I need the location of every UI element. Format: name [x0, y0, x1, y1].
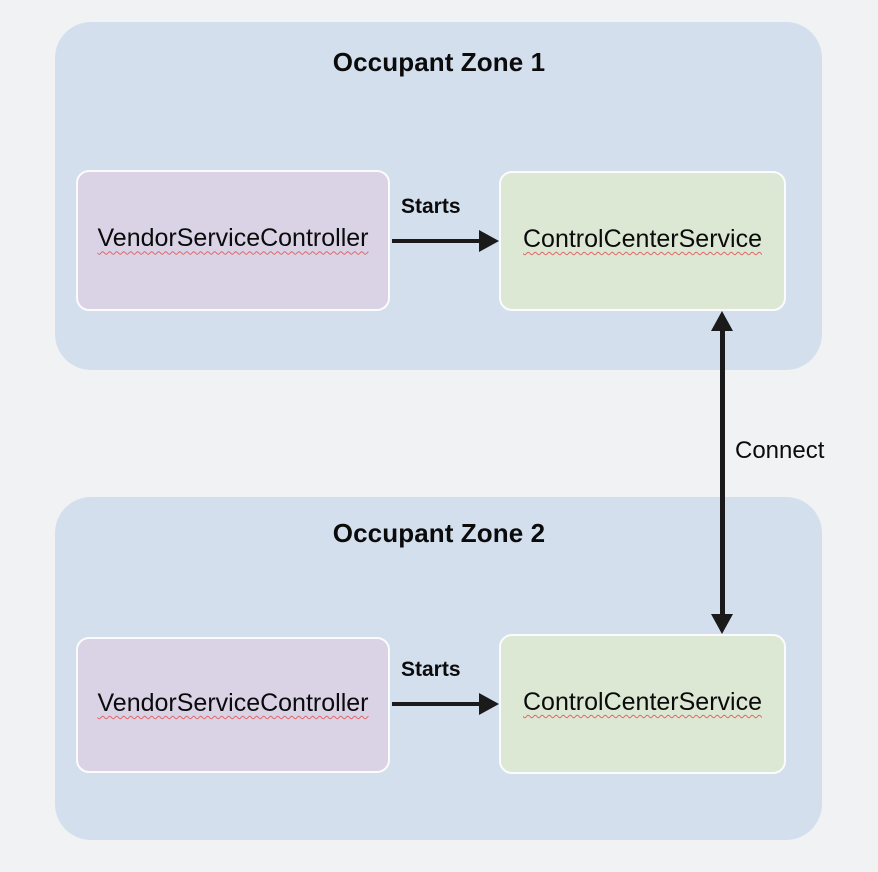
- edge-connect-line: [720, 325, 725, 617]
- edge-starts-line-1: [392, 239, 482, 243]
- node-vendor-service-controller-2[interactable]: VendorServiceController: [76, 637, 390, 773]
- arrow-right-icon-starts-2: [479, 693, 499, 715]
- arrow-down-icon-connect: [711, 614, 733, 634]
- edge-label-connect: Connect: [735, 437, 825, 464]
- node-label-control-center-service-1: ControlCenterService: [523, 224, 762, 253]
- occupant-zone-2-title: Occupant Zone 2: [332, 518, 546, 548]
- edge-label-starts-2: Starts: [401, 658, 461, 681]
- node-vendor-service-controller-1[interactable]: VendorServiceController: [76, 170, 390, 311]
- arrow-up-icon-connect: [711, 311, 733, 331]
- node-control-center-service-2[interactable]: ControlCenterService: [499, 634, 786, 774]
- node-label-vendor-service-controller-2: VendorServiceController: [97, 688, 369, 717]
- arrow-right-icon-starts-1: [479, 230, 499, 252]
- node-label-control-center-service-2: ControlCenterService: [523, 687, 762, 716]
- occupant-zone-1-title: Occupant Zone 1: [332, 47, 546, 77]
- node-label-vendor-service-controller-1: VendorServiceController: [97, 224, 369, 253]
- edge-label-starts-1: Starts: [401, 195, 461, 218]
- edge-starts-line-2: [392, 702, 482, 706]
- node-control-center-service-1[interactable]: ControlCenterService: [499, 171, 786, 311]
